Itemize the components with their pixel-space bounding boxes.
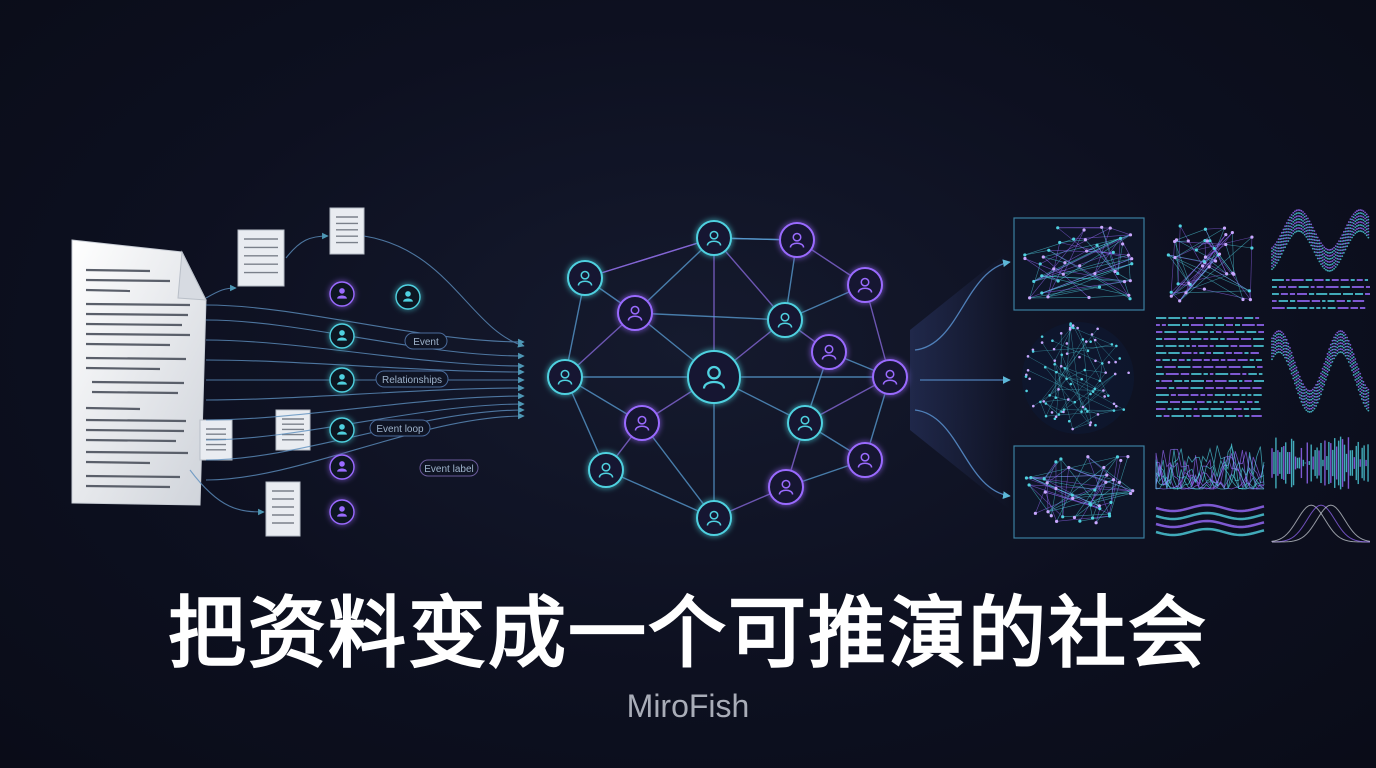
wave-chart-icon xyxy=(1271,209,1370,272)
network-node xyxy=(779,222,815,258)
headline: 把资料变成一个可推演的社会 xyxy=(167,589,1208,679)
small-documents xyxy=(199,207,365,537)
wave-chart-icon xyxy=(1271,504,1371,543)
network-graph-icon xyxy=(1013,217,1145,311)
sphere-graph-icon xyxy=(1022,322,1134,434)
network-node xyxy=(567,260,603,296)
event-label-text: Event label xyxy=(424,464,473,475)
network-edge xyxy=(641,422,715,519)
document-icon xyxy=(265,481,301,537)
brand-name: MiroFish xyxy=(626,688,750,724)
wave-chart-icon xyxy=(1271,330,1370,413)
network-edge xyxy=(713,237,786,321)
relationships-label: Relationships xyxy=(382,375,442,386)
network-node xyxy=(872,359,908,395)
network-node xyxy=(768,469,804,505)
document-icon xyxy=(329,207,365,255)
wave-chart-icon xyxy=(1271,436,1369,490)
network-node xyxy=(787,405,823,441)
network-edge xyxy=(634,312,786,321)
person-icon xyxy=(329,499,355,525)
network-edge xyxy=(634,237,715,314)
event-loop-label: Event loop xyxy=(376,424,424,435)
event-label-pill: Event label xyxy=(419,459,479,477)
network-node xyxy=(547,359,583,395)
network-graph-icon xyxy=(1166,224,1254,303)
person-icon xyxy=(329,417,355,443)
event-pill: Event xyxy=(404,332,448,350)
person-icon xyxy=(329,323,355,349)
person-icon xyxy=(329,454,355,480)
network-edge xyxy=(584,237,715,279)
network-node xyxy=(847,267,883,303)
document-icon xyxy=(237,229,285,287)
bar-matrix-icon xyxy=(1272,279,1370,309)
person-icon xyxy=(395,284,421,310)
network-node xyxy=(696,500,732,536)
network-node xyxy=(687,350,741,404)
wave-chart-icon xyxy=(1155,443,1265,491)
network-graph-icon xyxy=(1013,445,1145,539)
person-icon xyxy=(329,281,355,307)
network-node xyxy=(617,295,653,331)
event-label: Event xyxy=(413,337,439,348)
network-node xyxy=(767,302,803,338)
person-icon xyxy=(329,367,355,393)
document-text-lines xyxy=(85,268,191,489)
network-node xyxy=(624,405,660,441)
social-network-graph xyxy=(547,220,908,536)
network-edge xyxy=(605,469,715,519)
event-loop-pill: Event loop xyxy=(369,419,431,437)
bar-matrix-icon xyxy=(1156,317,1264,417)
relationships-pill: Relationships xyxy=(375,370,449,388)
output-arrows xyxy=(914,259,1011,499)
flow-lines xyxy=(189,232,525,516)
network-node xyxy=(588,452,624,488)
wave-chart-icon xyxy=(1155,503,1265,537)
main-document xyxy=(71,239,207,506)
result-panels xyxy=(1013,209,1371,543)
network-node xyxy=(847,442,883,478)
network-node xyxy=(696,220,732,256)
network-node xyxy=(811,334,847,370)
people-icons xyxy=(329,281,421,525)
